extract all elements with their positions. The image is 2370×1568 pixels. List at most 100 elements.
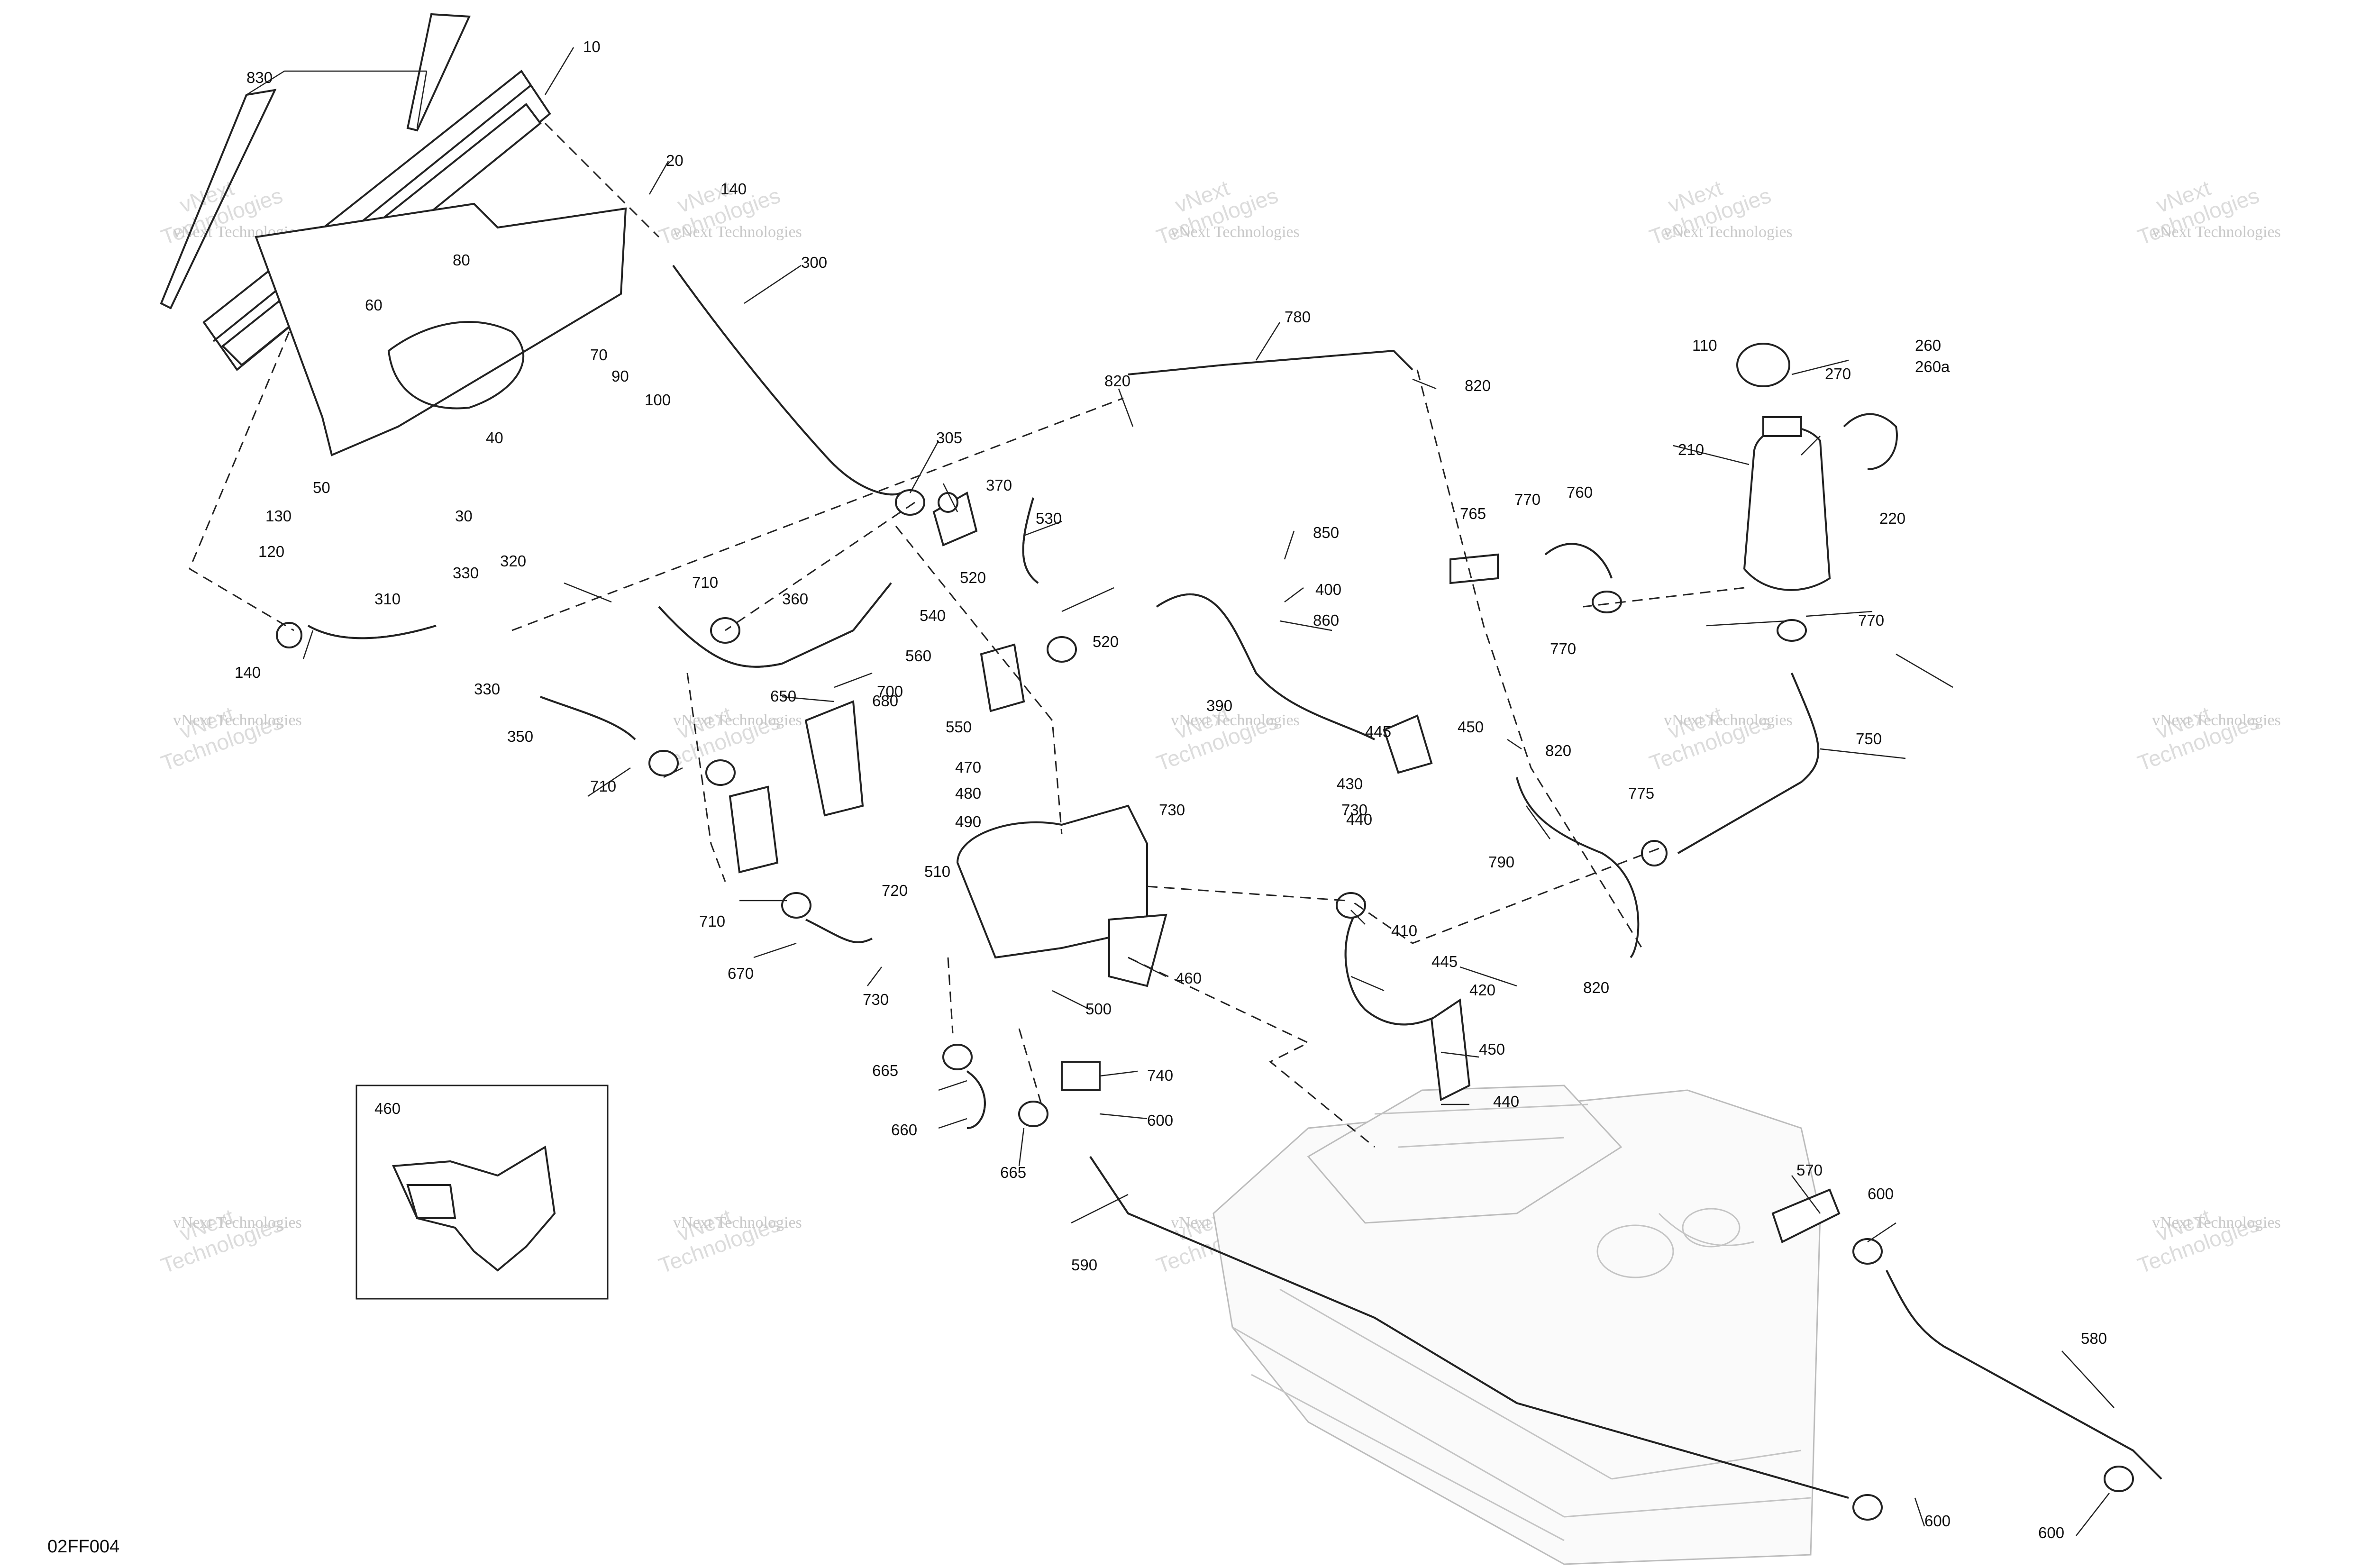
- watermark-text: vNext Technologies: [1664, 711, 1793, 729]
- callout-label: 790: [1488, 853, 1514, 871]
- watermark-text: vNext Technologies: [173, 1214, 302, 1231]
- callout-label: 650: [770, 687, 796, 705]
- watermark: vNext Technologies: [2134, 1204, 2262, 1278]
- watermark: vNext Technologies: [1646, 702, 1774, 776]
- callout-label: 550: [946, 718, 972, 736]
- callout-label: 730: [1341, 801, 1367, 819]
- callout-label: 430: [1337, 775, 1363, 793]
- callout-label: 100: [645, 391, 671, 409]
- engine-block-illustration: [1212, 1085, 1821, 1565]
- callout-label: 720: [882, 882, 908, 899]
- callout-label: 540: [920, 607, 946, 624]
- callout-label: 730: [863, 991, 889, 1008]
- callout-label: 770: [1550, 640, 1576, 657]
- callout-label: 770: [1858, 611, 1884, 629]
- callout-label: 310: [374, 590, 401, 608]
- callout-label: 520: [1093, 633, 1119, 650]
- callout-label: 20: [666, 152, 684, 169]
- callout-label: 410: [1391, 922, 1417, 939]
- callout-label: 600: [1868, 1185, 1894, 1203]
- callout-label: 130: [265, 507, 292, 525]
- callout-label: 775: [1628, 784, 1654, 802]
- callout-label: 30: [455, 507, 473, 525]
- radiator-assembly: [160, 13, 627, 456]
- callout-label: 330: [474, 680, 500, 698]
- callout-label: 570: [1796, 1161, 1823, 1179]
- callout-label: 600: [1924, 1512, 1951, 1530]
- callout-label: 60: [365, 296, 383, 314]
- watermark-text: vNext Technologies: [173, 711, 302, 729]
- callout-label: 445: [1431, 953, 1458, 970]
- callout-label: 710: [692, 574, 718, 591]
- callout-label: 390: [1206, 697, 1232, 714]
- callout-label: 330: [453, 564, 479, 582]
- callout-label: 370: [986, 476, 1012, 494]
- callout-label: 670: [728, 965, 754, 982]
- callout-label: 660: [891, 1121, 917, 1139]
- callout-label: 850: [1313, 524, 1339, 541]
- callout-label: 680: [872, 692, 898, 710]
- watermark: vNext Technologies: [158, 702, 286, 776]
- callout-label: 665: [1000, 1164, 1026, 1181]
- callout-label: 400: [1315, 581, 1341, 598]
- callout-label: 820: [1583, 979, 1609, 996]
- callout-label: 50: [313, 479, 330, 496]
- callout-label: 260: [1915, 337, 1941, 354]
- watermark-text: vNext Technologies: [1171, 223, 1300, 241]
- callout-label: 520: [960, 569, 986, 586]
- callout-label: 820: [1545, 742, 1571, 759]
- callout-label: 580: [2081, 1330, 2107, 1347]
- watermark-text: vNext Technologies: [1171, 711, 1300, 729]
- callout-label: 700: [877, 683, 903, 700]
- watermark-text: vNext Technologies: [2152, 1214, 2281, 1231]
- callout-label: 820: [1104, 372, 1130, 390]
- watermark-text: vNext Technologies: [673, 1214, 802, 1231]
- callout-label: 90: [611, 367, 629, 385]
- callout-label: 600: [2038, 1524, 2064, 1541]
- callout-label: 760: [1567, 483, 1593, 501]
- callout-label: 40: [486, 429, 503, 447]
- callout-label: 860: [1313, 611, 1339, 629]
- callout-label: 450: [1458, 718, 1484, 736]
- callout-label: 300: [801, 254, 827, 271]
- callout-label: 730: [1159, 801, 1185, 819]
- callout-label: 220: [1879, 510, 1905, 527]
- callout-label: 350: [507, 728, 533, 745]
- callout-label: 440: [1346, 811, 1372, 828]
- callout-label: 320: [500, 552, 526, 570]
- watermark-text: vNext Technologies: [2152, 711, 2281, 729]
- callout-label: 80: [453, 251, 470, 269]
- watermark: vNext Technologies: [158, 1204, 286, 1278]
- hoses-and-fittings: [276, 264, 2162, 1521]
- callout-label: 120: [258, 543, 284, 560]
- callout-label: 770: [1514, 491, 1540, 508]
- diagram-code: 02FF004: [47, 1537, 119, 1557]
- callout-label: 360: [782, 590, 808, 608]
- callout-label: 490: [955, 813, 981, 830]
- callout-label: 10: [583, 38, 601, 55]
- callout-label: 260a: [1915, 358, 1950, 375]
- callout-label: 710: [590, 777, 616, 795]
- callout-label: 440: [1493, 1093, 1519, 1110]
- callout-label: 305: [936, 429, 962, 447]
- callout-label: 460: [1176, 969, 1202, 987]
- leader-lines: [246, 47, 2115, 1536]
- callout-label: 140: [720, 180, 747, 198]
- callout-label: 765: [1460, 505, 1486, 522]
- callout-labels: 10 20 30 40 50 60 70 80 90 100 110 120 1…: [235, 38, 2107, 1541]
- watermark: vNext Technologies: [2134, 702, 2262, 776]
- callout-label: 445: [1365, 723, 1391, 740]
- callout-label: 750: [1856, 730, 1882, 748]
- callout-label: 590: [1071, 1256, 1097, 1274]
- detail-inset-460: 460: [356, 1085, 609, 1300]
- callout-label: 450: [1479, 1040, 1505, 1058]
- callout-label: 510: [924, 863, 950, 880]
- callout-label: 830: [246, 69, 273, 86]
- watermark: vNext Technologies: [656, 1204, 784, 1278]
- callout-label: 740: [1147, 1067, 1173, 1084]
- callout-label: 480: [955, 784, 981, 802]
- dashed-assembly-lines: [189, 122, 1745, 1148]
- callout-label: 70: [590, 346, 608, 364]
- callout-label: 500: [1085, 1000, 1112, 1018]
